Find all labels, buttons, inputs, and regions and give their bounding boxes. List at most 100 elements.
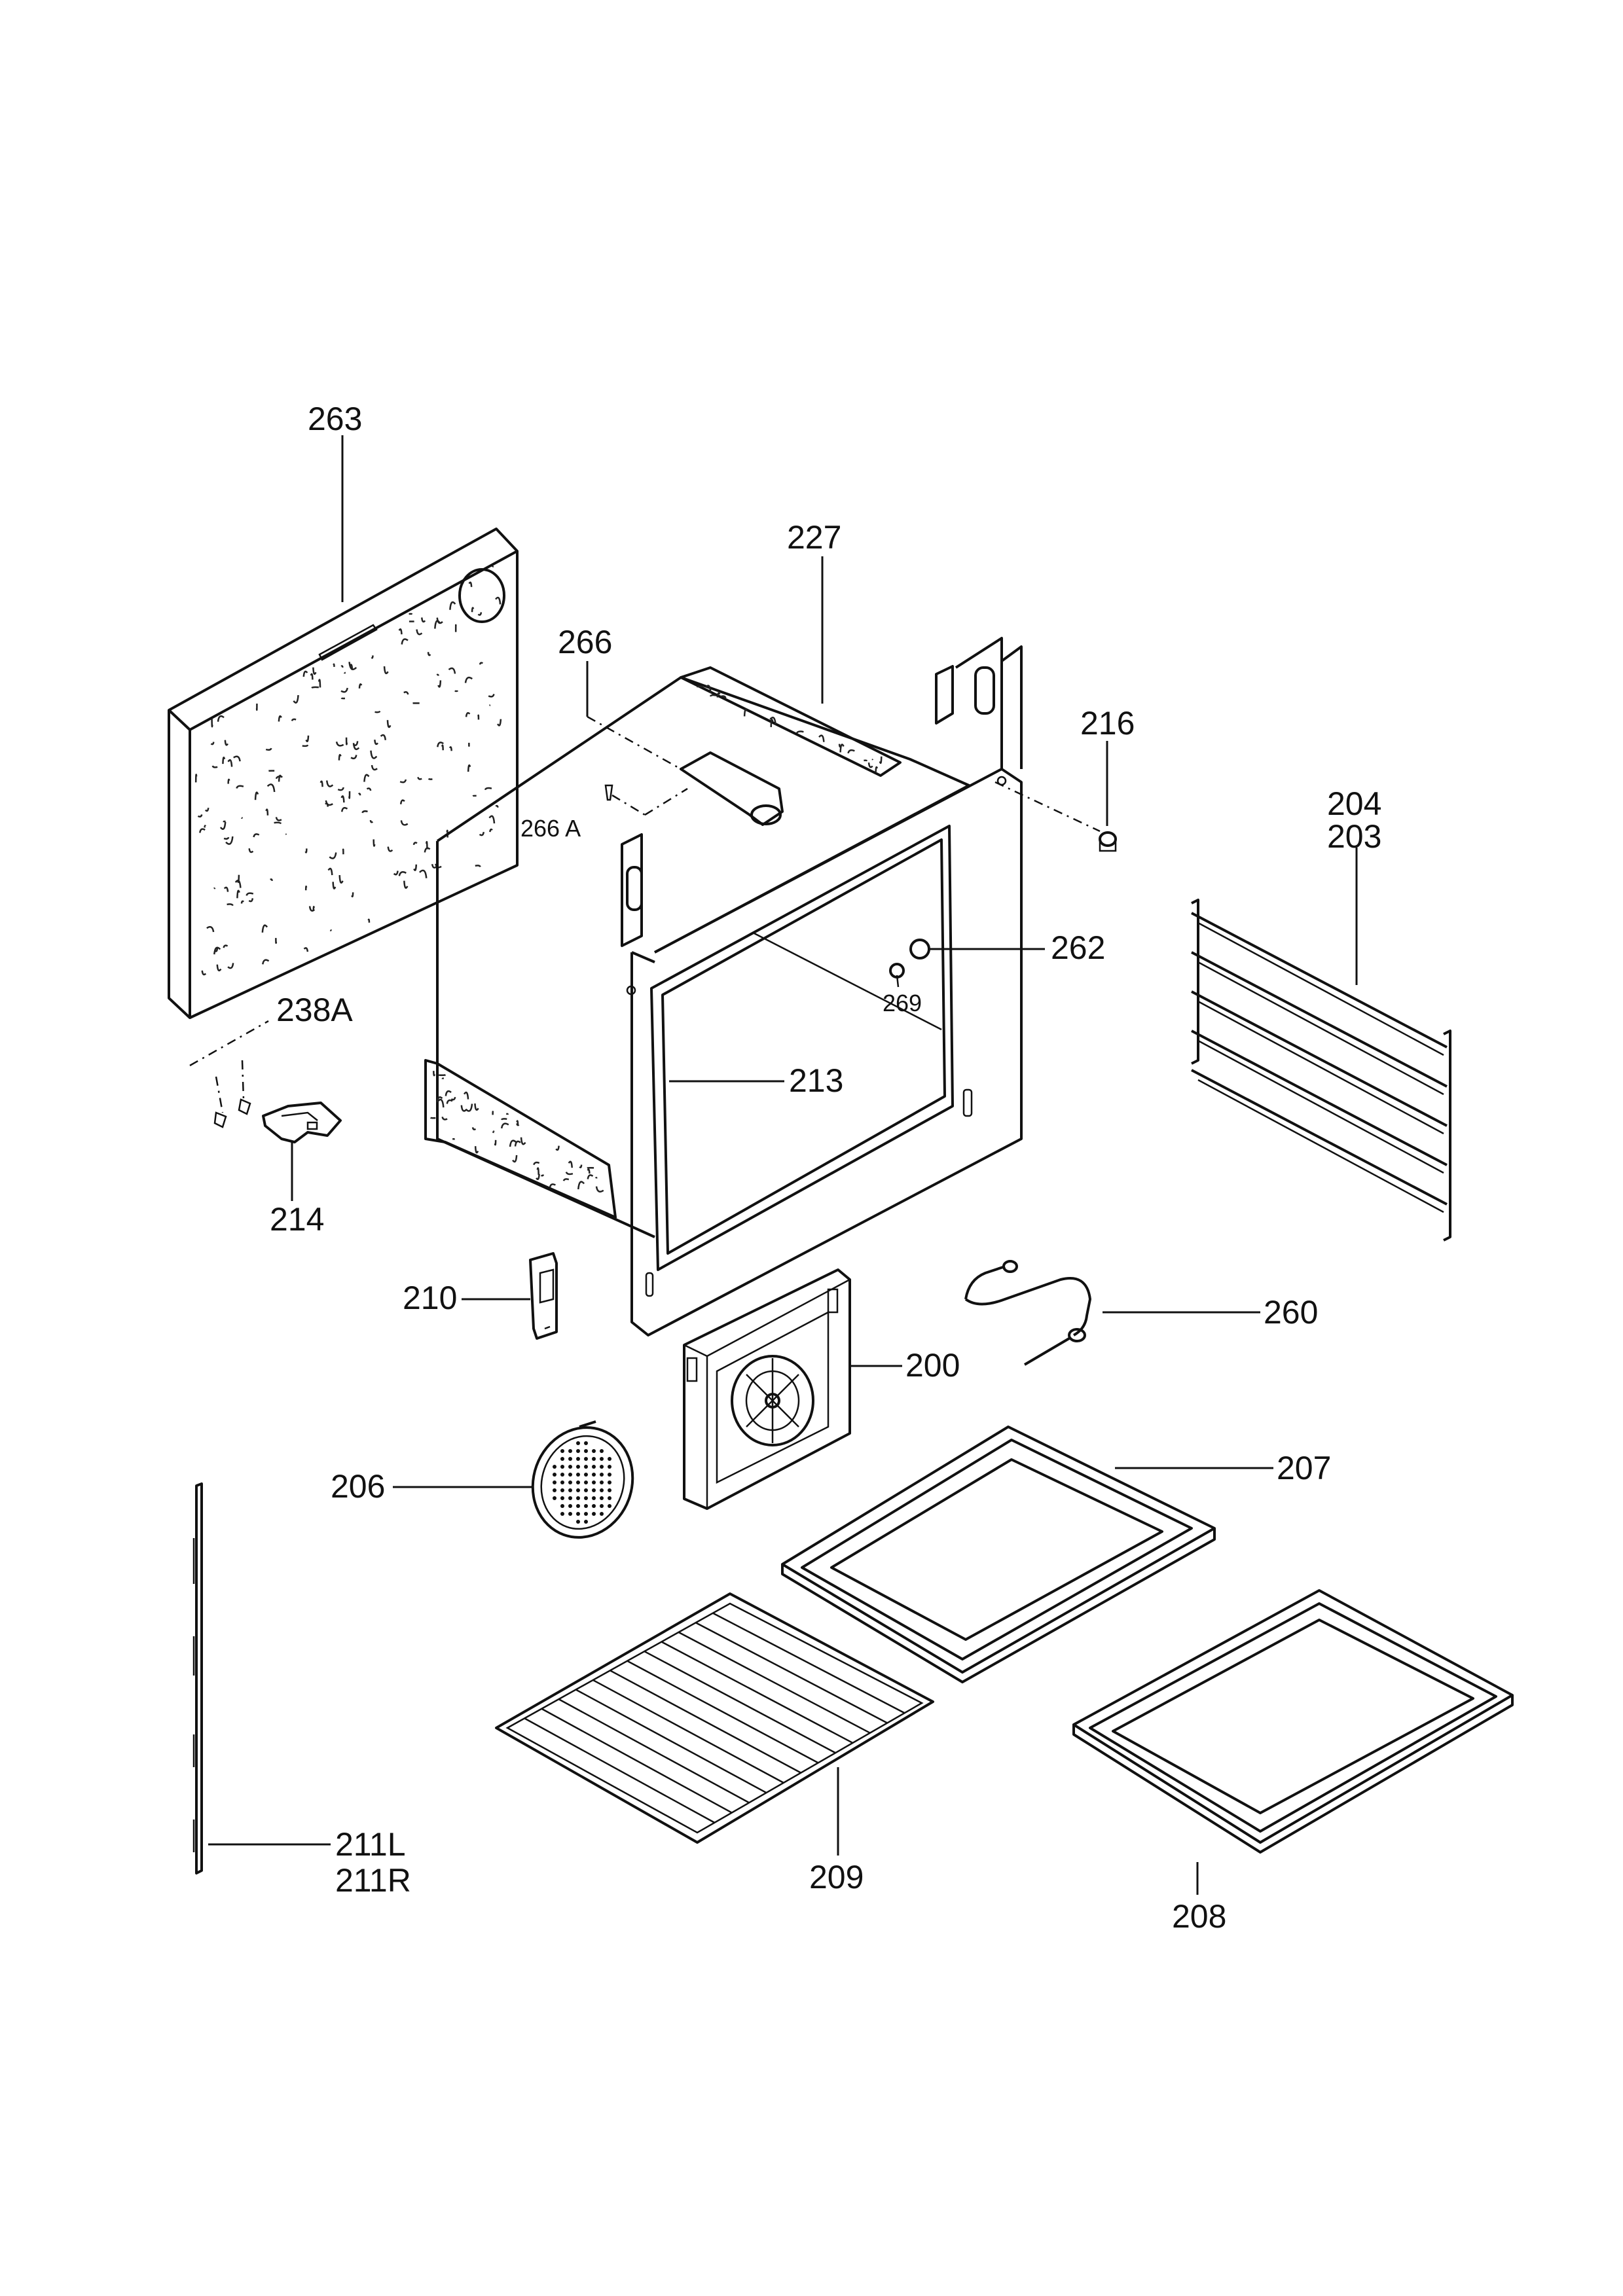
texture-mark bbox=[236, 874, 240, 884]
texture-mark bbox=[222, 757, 226, 764]
texture-mark bbox=[332, 882, 337, 889]
texture-mark bbox=[709, 694, 716, 697]
grille-hole bbox=[576, 1520, 580, 1524]
grille-hole bbox=[576, 1512, 580, 1516]
texture-mark bbox=[246, 892, 254, 896]
texture-mark bbox=[333, 663, 335, 667]
shelf-bar bbox=[541, 1708, 733, 1814]
texture-mark bbox=[386, 720, 392, 728]
texture-mark bbox=[310, 673, 314, 680]
texture-mark bbox=[340, 806, 348, 812]
shelf-rail-inner bbox=[1197, 961, 1444, 1096]
texture-mark bbox=[716, 692, 721, 698]
texture-mark bbox=[562, 1178, 570, 1181]
texture-mark bbox=[363, 774, 370, 782]
texture-mark bbox=[514, 1140, 521, 1147]
grille-hole bbox=[600, 1465, 604, 1469]
texture-mark bbox=[216, 964, 222, 972]
texture-mark bbox=[325, 800, 333, 806]
label-213: 213 bbox=[789, 1062, 843, 1099]
texture-mark bbox=[211, 719, 213, 728]
shelf-rail bbox=[1191, 1030, 1448, 1166]
label-260: 260 bbox=[1264, 1294, 1318, 1331]
oven-lamp-216 bbox=[1099, 831, 1117, 852]
grille-hole bbox=[592, 1488, 596, 1492]
grille-hole bbox=[560, 1480, 564, 1484]
grille-hole bbox=[584, 1480, 588, 1484]
texture-mark bbox=[436, 617, 443, 624]
grille-hole bbox=[560, 1496, 564, 1500]
texture-mark bbox=[479, 831, 485, 836]
texture-mark bbox=[427, 652, 431, 656]
grille-hole bbox=[568, 1457, 572, 1461]
texture-mark bbox=[266, 783, 276, 793]
texture-mark bbox=[227, 903, 234, 906]
convection-fan-200 bbox=[683, 1268, 851, 1510]
texture-mark bbox=[357, 793, 361, 796]
screws-238a bbox=[213, 1098, 251, 1128]
texture-mark bbox=[311, 686, 319, 689]
texture-mark bbox=[491, 565, 494, 567]
texture-mark bbox=[446, 1099, 453, 1104]
texture-mark bbox=[400, 820, 409, 826]
texture-mark bbox=[769, 717, 776, 725]
texture-mark bbox=[495, 804, 499, 808]
grille-hole bbox=[592, 1504, 596, 1508]
texture-mark bbox=[325, 780, 334, 787]
texture-mark bbox=[227, 759, 233, 767]
texture-mark bbox=[350, 755, 357, 760]
texture-mark bbox=[488, 815, 496, 824]
texture-mark bbox=[484, 787, 492, 791]
texture-mark bbox=[233, 755, 241, 762]
texture-mark bbox=[540, 1174, 545, 1177]
meat-probe-260 bbox=[964, 1260, 1091, 1366]
shelf-rail-inner bbox=[1197, 1039, 1444, 1174]
texture-mark bbox=[494, 1139, 497, 1146]
texture-mark bbox=[867, 762, 873, 768]
texture-mark bbox=[536, 1167, 539, 1175]
texture-mark bbox=[223, 836, 230, 840]
grille-hole bbox=[560, 1512, 564, 1516]
shelf-bar bbox=[610, 1670, 801, 1774]
texture-mark bbox=[437, 680, 442, 688]
grille-hole bbox=[600, 1473, 604, 1477]
texture-mark bbox=[214, 948, 219, 952]
insulation-panel-263 bbox=[168, 528, 519, 1019]
texture-mark bbox=[441, 744, 444, 751]
grille-hole bbox=[584, 1488, 588, 1492]
texture-mark bbox=[302, 744, 309, 747]
texture-mark bbox=[225, 836, 234, 845]
texture-mark bbox=[304, 848, 308, 853]
grille-hole bbox=[600, 1457, 604, 1461]
texture-mark bbox=[474, 1103, 479, 1111]
texture-mark bbox=[373, 839, 376, 847]
label-216: 216 bbox=[1080, 705, 1135, 742]
texture-mark bbox=[565, 1172, 574, 1175]
texture-mark bbox=[492, 1130, 495, 1134]
grille-hole bbox=[576, 1496, 580, 1500]
grille-hole bbox=[553, 1465, 556, 1469]
texture-mark bbox=[497, 719, 502, 726]
texture-mark bbox=[436, 673, 439, 676]
texture-mark bbox=[291, 718, 297, 721]
texture-mark bbox=[875, 766, 879, 772]
texture-mark bbox=[419, 869, 428, 878]
insulation-texture-front bbox=[429, 1071, 604, 1193]
grille-hole bbox=[584, 1441, 588, 1445]
texture-mark bbox=[428, 778, 433, 780]
texture-mark bbox=[293, 695, 299, 704]
texture-mark bbox=[416, 629, 423, 636]
texture-mark bbox=[448, 746, 452, 751]
texture-mark bbox=[265, 808, 269, 816]
texture-mark bbox=[433, 1071, 435, 1077]
texture-mark bbox=[437, 1098, 445, 1108]
texture-mark bbox=[329, 852, 337, 859]
shelf-rail bbox=[1191, 1069, 1448, 1206]
texture-mark bbox=[210, 742, 215, 745]
grille-hole bbox=[600, 1496, 604, 1500]
texture-mark bbox=[403, 880, 409, 889]
roasting-pan-208 bbox=[1072, 1589, 1514, 1854]
shelf-support-rack-204-203 bbox=[1191, 899, 1451, 1242]
texture-mark bbox=[224, 740, 228, 746]
